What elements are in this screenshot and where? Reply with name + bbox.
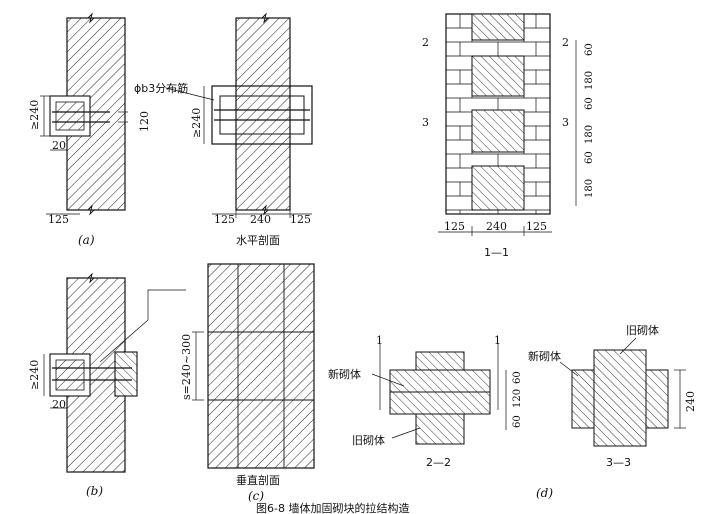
dim-240-33: 240 [684, 391, 697, 412]
label-horizontal-section: 水平剖面 [236, 233, 280, 247]
label-section-1-1: 1—1 [484, 246, 509, 259]
mark-3-right: 3 [562, 116, 569, 129]
label-new-masonry-22: 新砌体 [328, 367, 361, 381]
dim-240-a: ≥240 [28, 100, 41, 130]
dim-125-h2: 125 [290, 213, 311, 226]
dim-s: s=240~300 [180, 334, 193, 400]
dim-240-h: ≥240 [190, 108, 203, 138]
section-3-3: 新砌体 旧砌体 240 3—3 [528, 323, 697, 469]
label-old-masonry-33: 旧砌体 [626, 323, 659, 337]
figure-b: ≥240 20 (b) [28, 272, 186, 498]
section-2-2: 1 1 新砌体 旧砌体 60 120 60 2—2 [328, 334, 523, 469]
dim-60-b: 60 [584, 97, 595, 110]
dim-125-s2: 125 [526, 220, 547, 233]
label-section-2-2: 2—2 [426, 456, 451, 469]
figure-caption: 图6-8 墙体加固砌块的拉结构造 [256, 501, 409, 514]
dim-60-d1: 60 [512, 371, 523, 384]
dim-240-s1: 240 [486, 220, 507, 233]
mark-2-left: 2 [422, 36, 429, 49]
dim-20-b: 20 [52, 398, 66, 411]
section-1-1: 2 2 3 3 60 180 60 180 60 180 125 240 125… [422, 13, 595, 259]
dim-240-h2: 240 [250, 213, 271, 226]
dim-125-a: 125 [48, 213, 69, 226]
dim-120-a: 120 [138, 111, 151, 132]
dim-60-a: 60 [584, 43, 595, 56]
caption-a: (a) [78, 233, 95, 247]
mark-1-left: 1 [376, 334, 383, 347]
horizontal-section: ϕb3分布筋 ≥240 125 240 125 水平剖面 [134, 12, 313, 247]
dim-240-b: ≥240 [28, 360, 41, 390]
label-new-masonry-33: 新砌体 [528, 349, 561, 363]
dim-180-b: 180 [584, 125, 595, 144]
mark-3-left: 3 [422, 116, 429, 129]
mark-2-right: 2 [562, 36, 569, 49]
dim-125-s1: 125 [444, 220, 465, 233]
caption-d: (d) [536, 486, 553, 500]
label-old-masonry-22: 旧砌体 [352, 433, 385, 447]
dim-120-d: 120 [512, 389, 523, 408]
rebar-note: ϕb3分布筋 [134, 81, 188, 95]
label-section-3-3: 3—3 [606, 456, 631, 469]
dim-60-c: 60 [584, 151, 595, 164]
dim-180-a: 180 [584, 71, 595, 90]
dim-60-d2: 60 [512, 415, 523, 428]
figure-a: ≥240 120 20 125 (a) [28, 12, 151, 247]
dim-180-c: 180 [584, 179, 595, 198]
caption-b: (b) [86, 484, 103, 498]
caption-c: (c) [248, 489, 264, 503]
figure-c: s=240~300 垂直剖面 (c) [180, 263, 315, 503]
mark-1-right: 1 [494, 334, 501, 347]
dim-20-a: 20 [52, 139, 66, 152]
dim-125-h1: 125 [214, 213, 235, 226]
label-vertical-section: 垂直剖面 [236, 473, 280, 487]
